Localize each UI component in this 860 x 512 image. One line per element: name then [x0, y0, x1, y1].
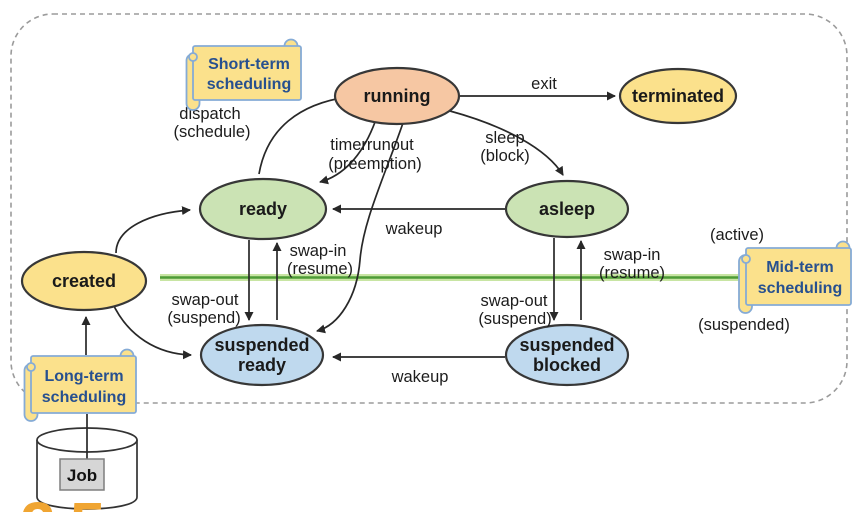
long-term-label-1: Long-term — [44, 368, 123, 385]
swapin-right-label-1: swap-in — [604, 246, 661, 264]
mid-term-label-2: scheduling — [758, 280, 842, 297]
edge-running-to-suspended-ready — [316, 122, 404, 334]
swapout-left-label-1: swap-out — [172, 291, 239, 309]
swapin-right-label-2: (resume) — [599, 264, 665, 282]
suspended-ready-label-2: ready — [238, 355, 286, 375]
suspended-ready-ellipse — [199, 323, 325, 387]
suspended-blocked-label-2: blocked — [533, 355, 601, 375]
asleep-ellipse — [504, 179, 630, 239]
asleep-label: asleep — [539, 199, 595, 219]
scroll-roll-cap — [26, 362, 36, 372]
swapout-left-label-2: (suspend) — [167, 309, 240, 327]
scroll-body — [192, 45, 302, 101]
wakeup-bottom-label: wakeup — [391, 368, 449, 386]
job-datastore: Job — [36, 414, 138, 510]
state-ready: ready — [198, 177, 328, 241]
running-ellipse — [333, 66, 461, 126]
active-zone-label: (active) — [710, 226, 764, 244]
state-suspended-ready: suspended ready — [199, 323, 325, 387]
scroll-roll-cap — [188, 52, 198, 62]
scroll-mid-term-scheduling: Mid-term scheduling — [738, 240, 852, 314]
job-box — [59, 458, 105, 491]
state-running: running — [333, 66, 461, 126]
job-label: Job — [67, 466, 97, 485]
edge-timerrunout-running-to-ready — [319, 121, 376, 185]
suspended-blocked-label-1: suspended — [519, 335, 614, 355]
edge-dispatch-ready-to-running — [258, 93, 348, 175]
mid-term-label-1: Mid-term — [766, 259, 834, 276]
short-term-label-2: scheduling — [207, 76, 291, 93]
state-created: created — [20, 250, 148, 312]
ready-ellipse — [198, 177, 328, 241]
sleep-label-1: sleep — [485, 129, 524, 147]
timerrunout-label-1: timerrunout — [330, 136, 414, 154]
state-asleep: asleep — [504, 179, 630, 239]
page-number: 25 — [20, 489, 119, 512]
suspended-ready-label-1: suspended — [214, 335, 309, 355]
scroll-body — [30, 355, 137, 414]
long-term-label-2: scheduling — [42, 389, 126, 406]
state-terminated: terminated — [618, 67, 738, 125]
state-suspended-blocked: suspended blocked — [504, 323, 630, 387]
suspended-blocked-ellipse — [504, 323, 630, 387]
created-ellipse — [20, 250, 148, 312]
scroll-long-term-scheduling: Long-term scheduling — [23, 348, 137, 422]
scroll-roll-cap — [741, 254, 751, 264]
short-term-label-1: Short-term — [208, 56, 290, 73]
exit-label: exit — [531, 75, 557, 93]
wakeup-top-label: wakeup — [385, 220, 443, 238]
swapin-left-label-1: swap-in — [290, 242, 347, 260]
edge-sleep-running-to-asleep — [449, 110, 564, 176]
scroll-body — [745, 247, 852, 306]
created-label: created — [52, 271, 116, 291]
running-label: running — [364, 86, 431, 106]
terminated-label: terminated — [632, 86, 724, 106]
edge-created-to-ready — [115, 206, 191, 254]
swapout-right-label-2: (suspend) — [478, 310, 551, 328]
sleep-label-2: (block) — [480, 147, 530, 165]
swapout-right-label-1: swap-out — [481, 292, 548, 310]
terminated-ellipse — [618, 67, 738, 125]
swapin-left-label-2: (resume) — [287, 260, 353, 278]
timerrunout-label-2: (preemption) — [328, 155, 422, 173]
dispatch-label-2: (schedule) — [173, 123, 250, 141]
ready-label: ready — [239, 199, 287, 219]
edge-created-to-suspended-ready — [111, 301, 192, 360]
suspended-zone-label: (suspended) — [698, 316, 790, 334]
scroll-short-term-scheduling: Short-term scheduling — [185, 38, 302, 111]
